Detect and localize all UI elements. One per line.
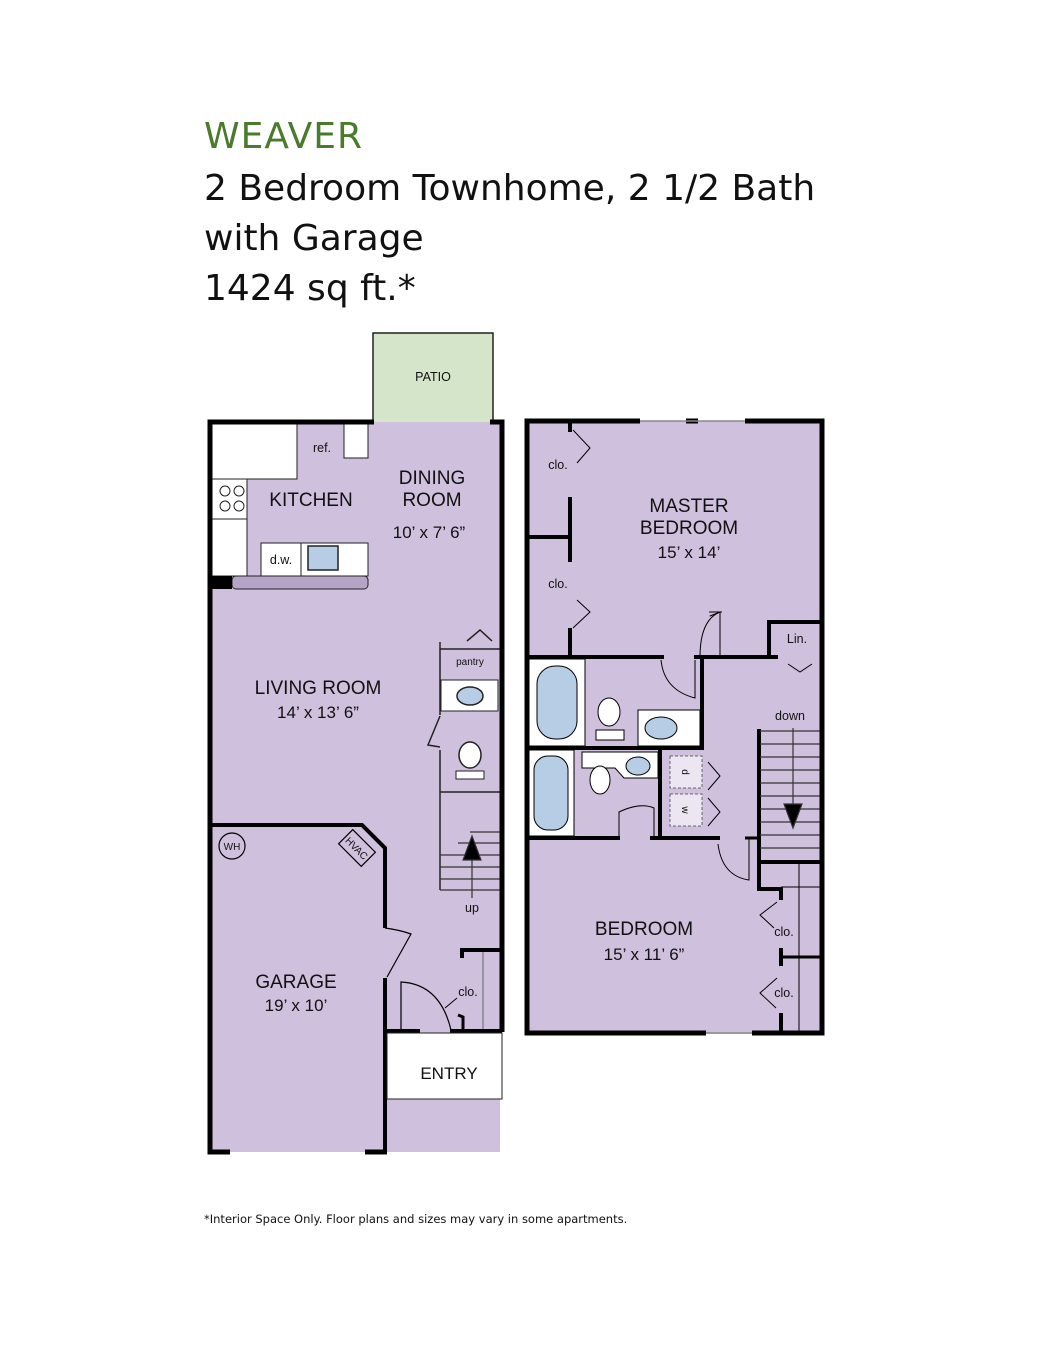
first-floor-outer-walls <box>207 419 505 1155</box>
living-room-size: 14’ x 13’ 6” <box>277 703 359 722</box>
stairs-down-label: down <box>775 709 805 723</box>
second-floor-outer-walls <box>524 418 825 1036</box>
garage-walls <box>210 823 412 1150</box>
dishwasher-label: d.w. <box>270 553 292 567</box>
stove-icon <box>219 485 245 512</box>
water-heater-label: WH <box>224 842 241 853</box>
bedroom-label: BEDROOM <box>595 919 693 940</box>
footnote: *Interior Space Only. Floor plans and si… <box>204 1212 628 1226</box>
toilet-icon <box>458 741 482 769</box>
entry-area <box>386 1032 503 1100</box>
bedroom-closet-2-label: clo. <box>774 986 793 1000</box>
kitchen-label: KITCHEN <box>269 490 352 511</box>
bedroom-door <box>717 838 750 881</box>
patio-area <box>372 332 494 424</box>
kitchen-counters <box>210 423 369 590</box>
stairs-up <box>439 792 500 898</box>
refrigerator-label: ref. <box>313 441 331 455</box>
master-bedroom-label-2: BEDROOM <box>640 518 738 539</box>
master-closet-1-label: clo. <box>548 458 567 472</box>
dining-room-label: DINING <box>399 468 466 489</box>
bathtub-icon <box>536 665 578 740</box>
plan-square-footage: 1424 sq ft.* <box>204 268 416 309</box>
bath-sink-icon-2 <box>625 756 651 776</box>
arrow-down-icon <box>783 803 803 830</box>
dining-room-label-2: ROOM <box>402 490 461 511</box>
bedroom-size: 15’ x 11’ 6” <box>604 945 685 964</box>
first-floor: PATIO ref. d.w. KITCHEN DINING ROOM 10’ … <box>207 332 505 1155</box>
toilet-icon <box>597 697 621 727</box>
laundry-doors <box>707 761 721 827</box>
master-door <box>699 611 722 658</box>
plan-name: WEAVER <box>204 116 364 157</box>
stairs-down <box>745 728 822 864</box>
bathtub-icon-2 <box>533 755 569 831</box>
master-bedroom-size: 15’ x 14’ <box>658 543 721 562</box>
patio-label: PATIO <box>415 370 451 384</box>
master-closets <box>527 422 591 657</box>
master-closet-2-label: clo. <box>548 577 567 591</box>
hvac-icon <box>337 828 377 868</box>
bath-sink-icon <box>644 716 678 740</box>
garage-size: 19’ x 10’ <box>265 996 328 1015</box>
arrow-up-icon <box>462 834 482 861</box>
laundry <box>669 755 703 827</box>
entry-closet <box>385 948 502 1033</box>
linen-label: Lin. <box>787 632 807 646</box>
plan-description: 2 Bedroom Townhome, 2 1/2 Bath <box>204 168 816 209</box>
pantry-label: pantry <box>456 657 484 668</box>
master-bedroom-label: MASTER <box>649 496 728 517</box>
washer-icon <box>669 793 703 827</box>
dining-room-size: 10’ x 7’ 6” <box>393 523 466 542</box>
stairs-up-label: up <box>465 901 479 915</box>
washer-label: w <box>679 805 690 814</box>
bedroom-closets <box>757 862 822 1032</box>
entry-label: ENTRY <box>420 1064 477 1083</box>
dryer-label: d <box>679 769 690 775</box>
toilet-icon-2 <box>589 765 611 795</box>
bedroom-closet-1-label: clo. <box>774 925 793 939</box>
second-floor: MASTER BEDROOM 15’ x 14’ clo. clo. Lin. <box>524 418 825 1036</box>
garage-label: GARAGE <box>255 972 336 993</box>
entry-closet-label: clo. <box>458 985 477 999</box>
bathrooms <box>527 655 778 840</box>
plan-feature: with Garage <box>204 218 424 259</box>
kitchen-sink-icon <box>307 545 339 571</box>
bath-sink-icon <box>456 686 484 706</box>
living-room-label: LIVING ROOM <box>255 678 382 699</box>
dryer-icon <box>669 755 703 789</box>
water-heater-icon <box>218 832 246 860</box>
